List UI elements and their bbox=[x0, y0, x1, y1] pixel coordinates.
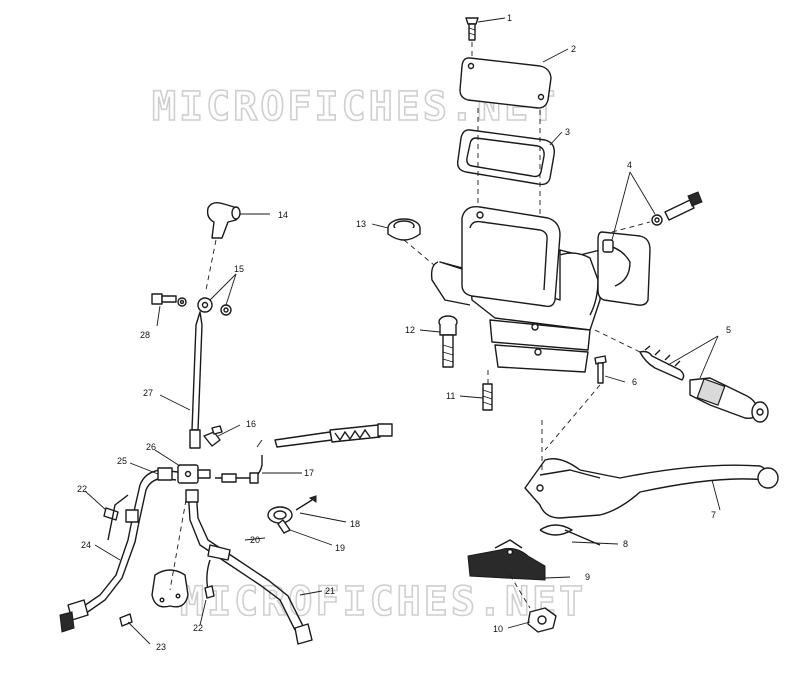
callout-5: 5 bbox=[726, 325, 731, 335]
part-6-pin[interactable] bbox=[594, 355, 607, 384]
callout-14: 14 bbox=[278, 210, 288, 220]
part-18-screw[interactable] bbox=[295, 495, 317, 511]
part-5-piston-kit[interactable] bbox=[639, 345, 769, 423]
part-24-hose[interactable] bbox=[107, 494, 129, 541]
callout-11: 11 bbox=[446, 391, 455, 401]
callout-10: 10 bbox=[493, 624, 503, 634]
part-22-clip-right[interactable] bbox=[204, 559, 215, 599]
rear-brake-hose[interactable] bbox=[274, 423, 393, 448]
part-3-gasket[interactable] bbox=[456, 129, 555, 186]
callout-15: 15 bbox=[234, 264, 244, 274]
part-15-washers[interactable] bbox=[177, 297, 232, 316]
callout-7: 7 bbox=[711, 510, 716, 520]
part-12-bolt[interactable] bbox=[438, 315, 458, 368]
part-21-hose[interactable] bbox=[185, 489, 313, 645]
callout-8: 8 bbox=[623, 539, 628, 549]
watermark-bottom: MICROFICHES.NET bbox=[180, 579, 586, 625]
callout-12: 12 bbox=[405, 325, 415, 335]
part-10-nut[interactable] bbox=[527, 607, 557, 633]
part-26-junction[interactable] bbox=[177, 464, 211, 484]
callout-23: 23 bbox=[156, 642, 166, 652]
part-28-bolt[interactable] bbox=[151, 293, 177, 305]
callout-labels: 1 2 3 4 5 6 7 8 9 10 11 12 13 14 15 16 1… bbox=[77, 13, 731, 652]
part-11-bleeder[interactable] bbox=[482, 383, 493, 411]
master-cylinder-body[interactable] bbox=[430, 206, 601, 373]
callout-1: 1 bbox=[507, 13, 512, 23]
part-16-fitting[interactable] bbox=[203, 425, 223, 447]
callout-22-right: 22 bbox=[193, 623, 203, 633]
callout-20: 20 bbox=[250, 535, 260, 545]
part-17-line[interactable] bbox=[215, 455, 263, 484]
callout-16: 16 bbox=[246, 419, 256, 429]
part-14-tee-fitting[interactable] bbox=[206, 201, 241, 239]
part-27-brake-line[interactable] bbox=[189, 297, 213, 449]
callout-25: 25 bbox=[117, 456, 127, 466]
callout-4: 4 bbox=[627, 160, 632, 170]
part-9-bracket[interactable] bbox=[467, 539, 546, 581]
part-25-hose[interactable] bbox=[59, 467, 179, 633]
part-7-lever[interactable] bbox=[524, 458, 779, 519]
part-20-clamp[interactable] bbox=[267, 506, 293, 534]
callout-2: 2 bbox=[571, 44, 576, 54]
part-8-spring[interactable] bbox=[539, 524, 601, 546]
part-23-plate[interactable] bbox=[151, 569, 189, 608]
leader-lines bbox=[84, 17, 721, 645]
part-4-clamp[interactable] bbox=[597, 191, 703, 306]
callout-9: 9 bbox=[585, 572, 590, 582]
part-1-screw[interactable] bbox=[465, 17, 479, 41]
callout-24: 24 bbox=[81, 540, 91, 550]
part-13-cap[interactable] bbox=[387, 218, 421, 241]
callout-13: 13 bbox=[356, 219, 366, 229]
part-2-reservoir-cover[interactable] bbox=[459, 57, 552, 109]
callout-21: 21 bbox=[325, 586, 335, 596]
callout-26: 26 bbox=[146, 442, 156, 452]
callout-27: 27 bbox=[143, 388, 153, 398]
callout-22-left: 22 bbox=[77, 484, 87, 494]
callout-28: 28 bbox=[140, 330, 150, 340]
callout-3: 3 bbox=[565, 127, 570, 137]
callout-18: 18 bbox=[350, 519, 360, 529]
callout-17: 17 bbox=[304, 468, 314, 478]
callout-19: 19 bbox=[335, 543, 345, 553]
callout-6: 6 bbox=[632, 377, 637, 387]
